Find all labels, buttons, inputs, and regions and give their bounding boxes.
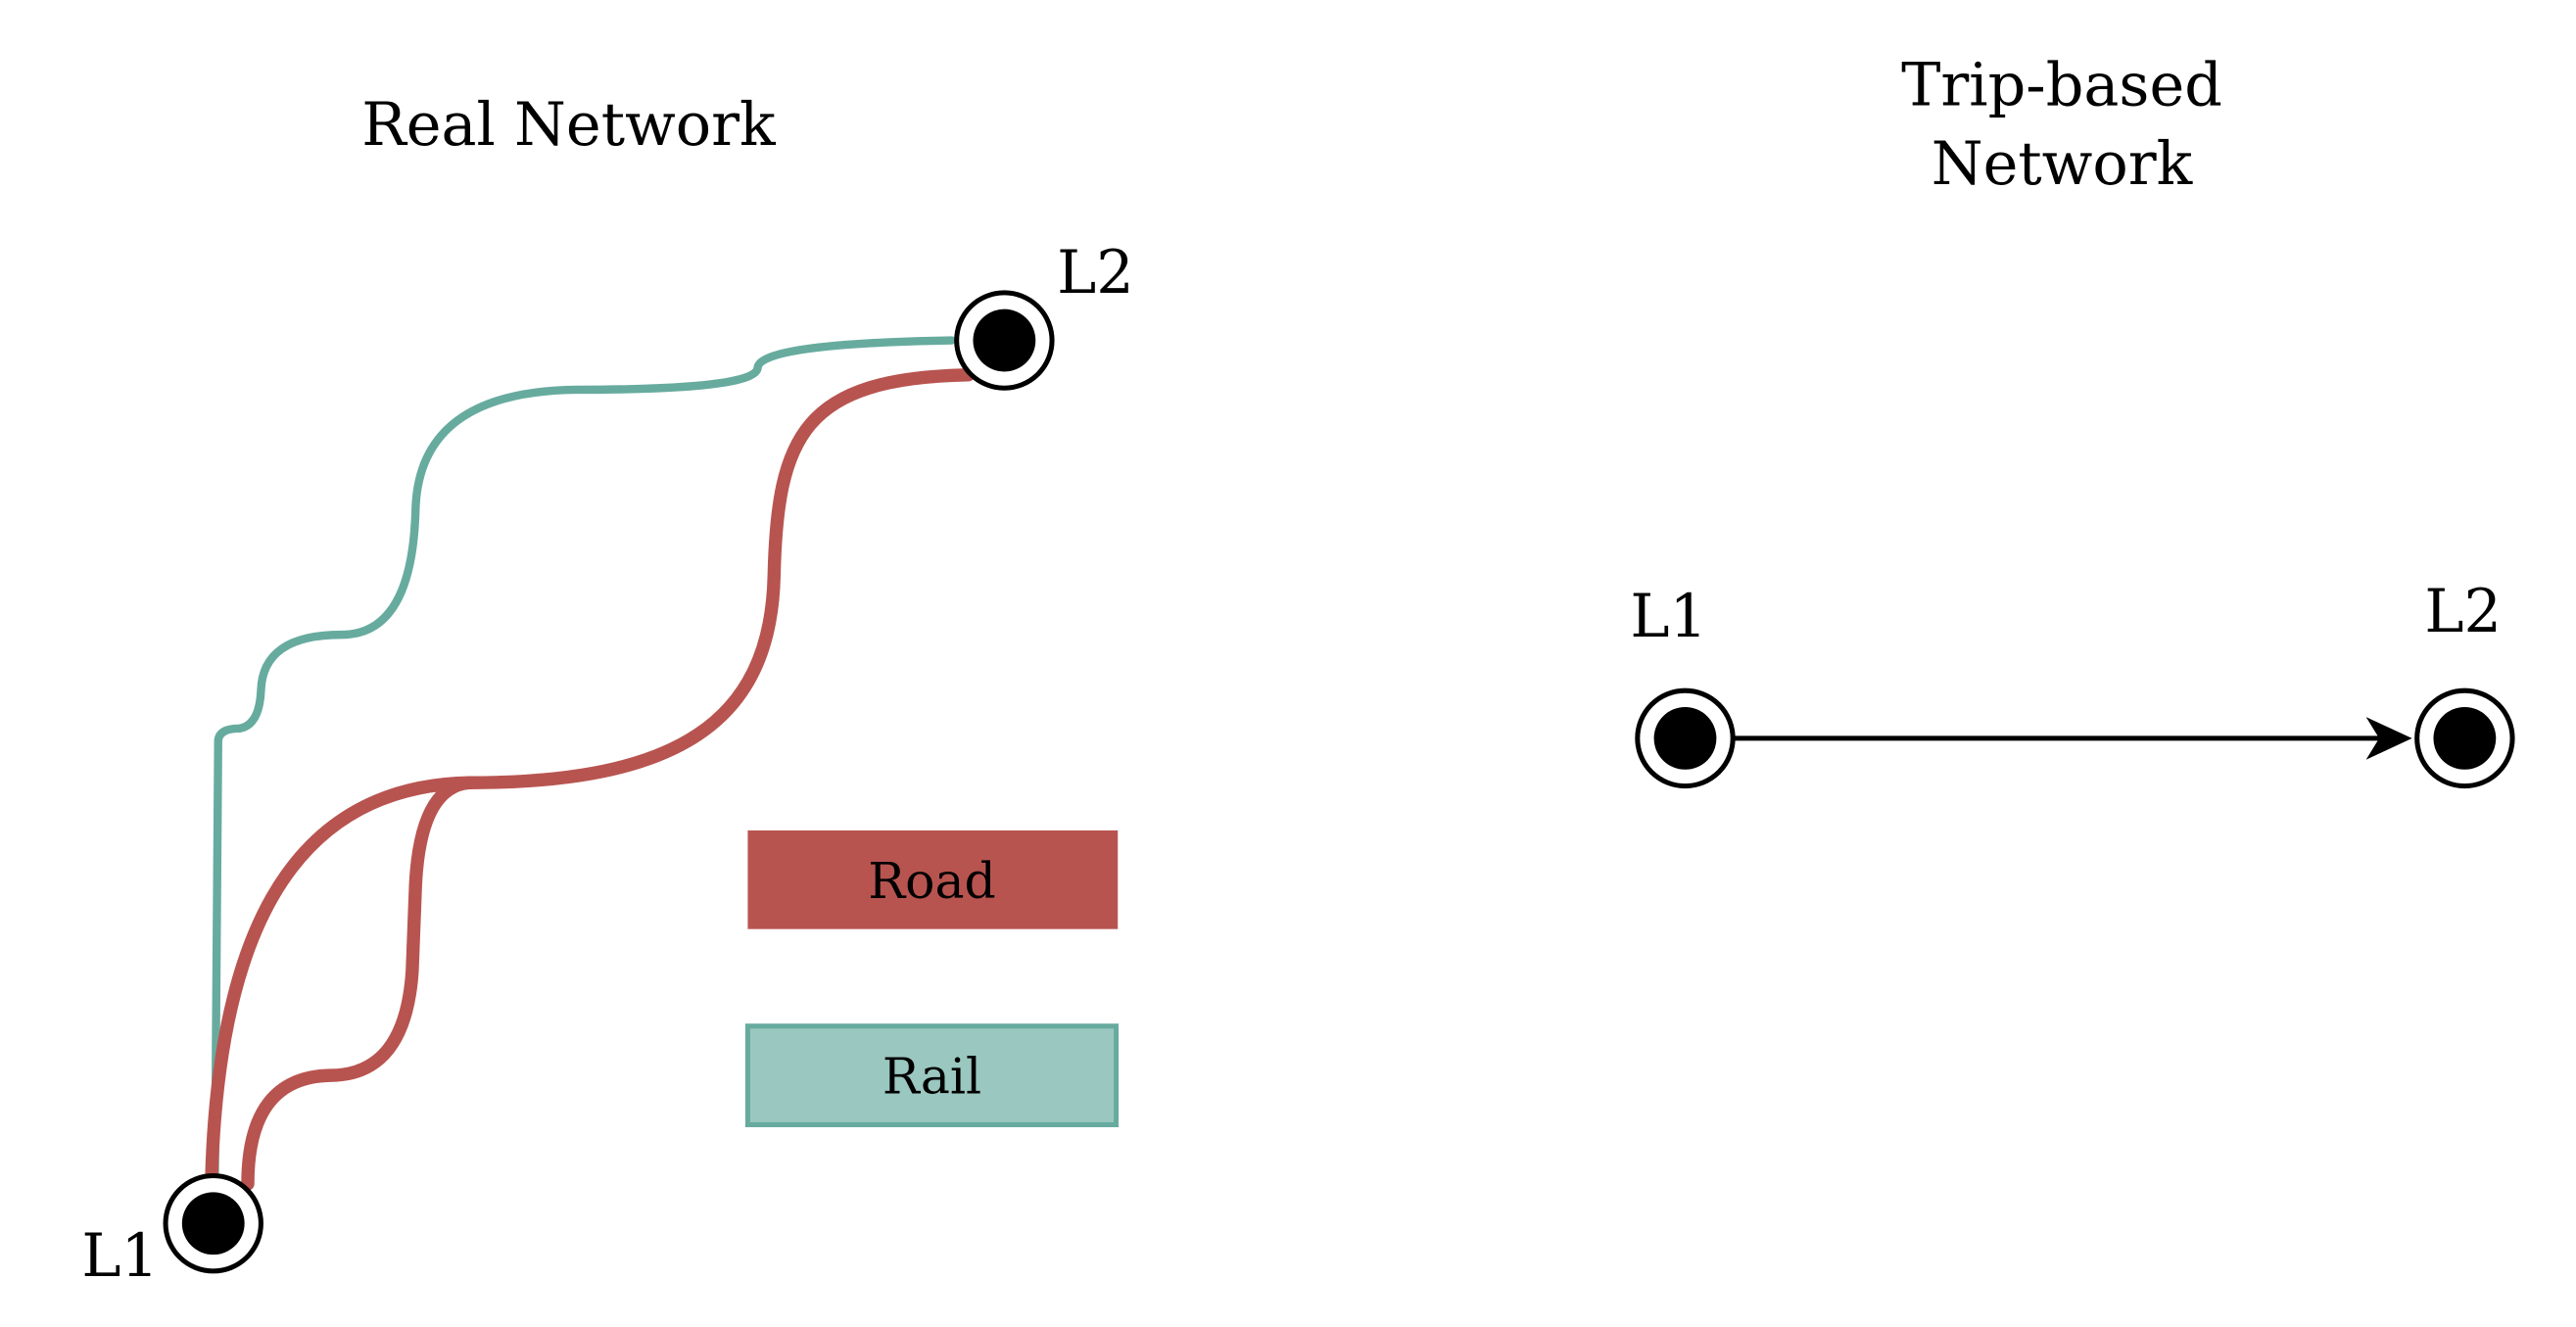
road-route-branch xyxy=(241,776,477,1191)
legend-rail-swatch xyxy=(744,1023,1120,1127)
trip-node-l2 xyxy=(2414,687,2515,789)
rail-route xyxy=(211,336,956,1185)
trip-network-panel: Trip-based Network L1 L2 xyxy=(1630,51,2515,789)
legend: Road Rail xyxy=(744,829,1120,1127)
real-node-l1-label: L1 xyxy=(81,1222,159,1291)
real-network-title: Real Network xyxy=(361,91,777,160)
real-node-l1 xyxy=(163,1173,263,1274)
legend-road-swatch xyxy=(747,829,1119,929)
real-network-panel: Real Network L2 L1 Road Rail xyxy=(81,91,1133,1291)
legend-road-label: Road xyxy=(868,852,996,910)
trip-node-l1-label: L1 xyxy=(1630,583,1707,651)
real-node-l2 xyxy=(954,290,1055,391)
real-node-l2-label: L2 xyxy=(1057,239,1134,308)
road-route-main xyxy=(205,368,976,1183)
trip-node-l2-label: L2 xyxy=(2424,578,2502,646)
trip-arrow xyxy=(1733,717,2412,760)
legend-rail-label: Rail xyxy=(883,1048,981,1106)
trip-network-title-line2: Network xyxy=(1932,130,2194,199)
trip-network-title-line1: Trip-based xyxy=(1901,51,2222,119)
trip-node-l1 xyxy=(1635,687,1736,789)
